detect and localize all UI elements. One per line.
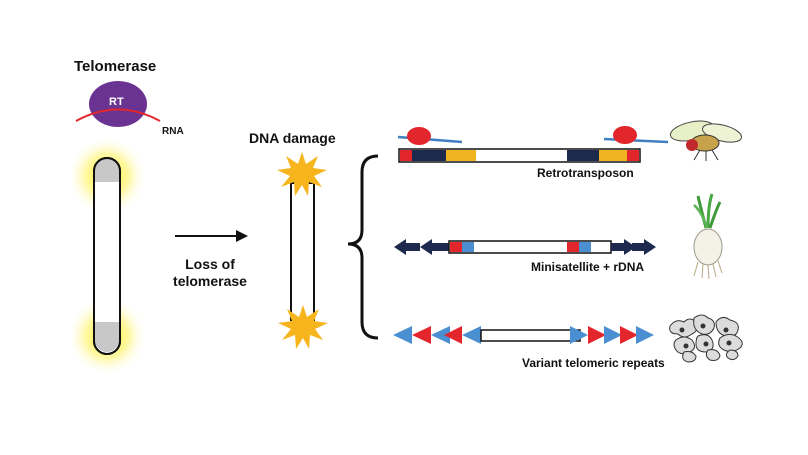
cell-cluster-icon [669,314,743,363]
telomerase-label: Telomerase [74,58,157,75]
damaged-chromosome [277,152,328,349]
fruit-fly-icon [669,120,743,161]
loss-line-2: telomerase [173,273,247,289]
minisatellite-array [394,239,656,255]
starburst-icon [278,305,328,349]
onion-plant-icon [693,193,723,280]
brace-icon [347,154,379,340]
arrow-right-icon [175,230,248,242]
loss-of-telomerase-label: Loss of telomerase [163,256,257,290]
telomerase-enzyme [75,81,161,127]
minisatellite-label: Minisatellite + rDNA [531,260,645,274]
retrotransposon-array [397,126,669,163]
loss-line-1: Loss of [185,256,235,272]
retrotransposon-label: Retrotransposon [537,166,634,180]
dna-damage-label: DNA damage [249,130,336,146]
starburst-icon [277,152,327,196]
variant-repeats-array [393,326,654,344]
rna-label: RNA [162,126,184,137]
rt-label: RT [109,96,124,108]
chromosome-with-telomerase [67,136,147,376]
variant-repeats-label: Variant telomeric repeats [522,356,665,370]
